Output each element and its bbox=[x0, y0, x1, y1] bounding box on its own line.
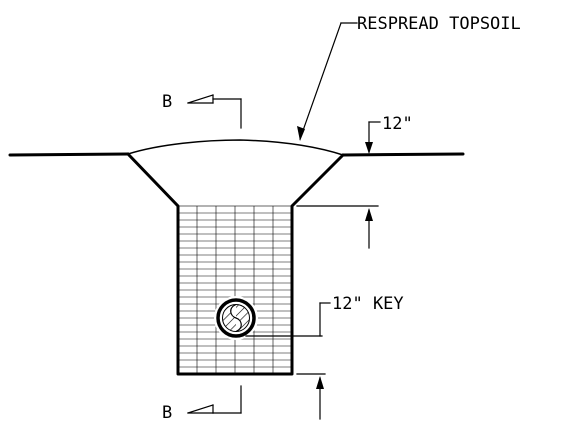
respread-topsoil-leader bbox=[297, 22, 358, 141]
ground-line-left bbox=[8, 152, 130, 157]
trench-outline bbox=[126, 152, 345, 376]
section-marker-top bbox=[187, 94, 242, 129]
key-dimension bbox=[245, 302, 331, 420]
respread-topsoil-label: RESPREAD TOPSOIL bbox=[357, 14, 521, 34]
key-dimension-label: 12" KEY bbox=[332, 294, 404, 314]
trench-dimension bbox=[296, 205, 379, 249]
depth-dimension-label: 12" bbox=[382, 114, 413, 134]
topsoil-mound bbox=[127, 139, 344, 156]
ground-line-right bbox=[341, 152, 465, 157]
backfill-grid bbox=[177, 205, 293, 375]
section-marker-bottom bbox=[187, 385, 242, 414]
pipe bbox=[214, 296, 258, 340]
section-marker-top-label: B bbox=[162, 92, 172, 112]
depth-dimension bbox=[365, 121, 381, 154]
section-marker-bottom-label: B bbox=[162, 403, 172, 423]
